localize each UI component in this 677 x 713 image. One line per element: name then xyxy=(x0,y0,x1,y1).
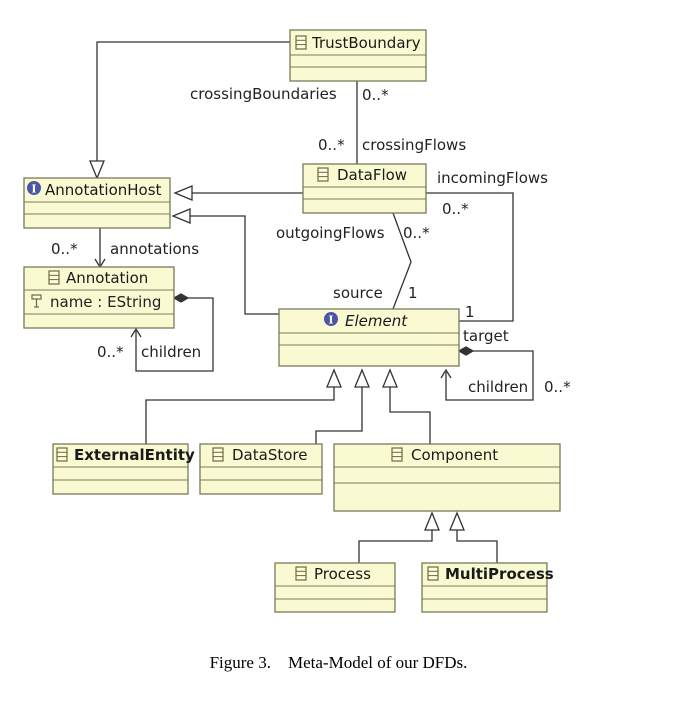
gen-arrow-process xyxy=(424,511,440,531)
class-annotation[interactable]: Annotation name : EString xyxy=(23,266,175,329)
figure-caption-text: Meta-Model of our DFDs. xyxy=(287,653,468,672)
target-label: target xyxy=(463,327,509,345)
generalization-arrow-trustboundary xyxy=(89,160,105,180)
annotation-children-arrowhead xyxy=(130,327,142,338)
class-icon xyxy=(56,447,68,462)
class-name: DataFlow xyxy=(337,166,407,184)
annotation-children-label: children xyxy=(141,343,201,361)
process-to-component-edge xyxy=(358,530,433,563)
class-icon xyxy=(317,167,329,182)
annotations-label: annotations xyxy=(110,240,199,258)
class-icon xyxy=(48,270,60,285)
class-name: Element xyxy=(345,312,408,330)
class-data-store[interactable]: DataStore xyxy=(199,443,323,495)
gen-arrow-externalentity xyxy=(326,368,342,388)
component-to-element-edge xyxy=(389,387,431,444)
association-labels: crossingBoundaries 0..* 0..* crossingFlo… xyxy=(51,85,571,396)
source-label: source xyxy=(333,284,383,302)
class-name: Process xyxy=(314,565,371,583)
outgoing-flows-label: outgoingFlows xyxy=(276,224,385,242)
incoming-flows-multiplicity: 0..* xyxy=(442,200,469,218)
gen-arrow-multiprocess xyxy=(449,511,465,531)
class-data-flow[interactable]: DataFlow xyxy=(302,163,427,214)
crossing-flows-label: crossingFlows xyxy=(362,136,466,154)
source-multiplicity: 1 xyxy=(408,284,418,302)
annotation-children-diamond xyxy=(172,293,190,303)
element-children-diamond xyxy=(457,346,475,356)
class-name: TrustBoundary xyxy=(311,34,421,52)
class-annotation-host[interactable]: AnnotationHost xyxy=(23,177,171,229)
class-icon xyxy=(391,447,403,462)
element-children-edge xyxy=(445,350,534,401)
crossing-boundaries-multiplicity: 0..* xyxy=(362,86,389,104)
outgoing-flows-multiplicity: 0..* xyxy=(403,224,430,242)
element-to-annotationhost-edge xyxy=(190,215,279,315)
class-component[interactable]: Component xyxy=(333,443,561,512)
element-children-multiplicity: 0..* xyxy=(544,378,571,396)
crossing-flows-multiplicity: 0..* xyxy=(318,136,345,154)
class-trust-boundary[interactable]: TrustBoundary xyxy=(289,29,427,82)
arrowheads xyxy=(89,160,475,531)
class-element[interactable]: Element xyxy=(278,308,460,367)
trustboundary-to-annotationhost-edge xyxy=(96,41,290,161)
outgoing-flows-edge xyxy=(392,212,412,310)
connectors xyxy=(96,41,534,563)
class-icon xyxy=(212,447,224,462)
class-name: MultiProcess xyxy=(445,565,554,583)
class-name: DataStore xyxy=(232,446,307,464)
figure-number: Figure 3. xyxy=(209,653,271,672)
generalization-arrow-element xyxy=(171,208,191,224)
class-icon xyxy=(295,566,307,581)
target-multiplicity: 1 xyxy=(465,303,475,321)
element-children-arrowhead xyxy=(440,368,452,379)
gen-arrow-component xyxy=(382,368,398,388)
datastore-to-element-edge xyxy=(315,387,363,444)
figure-caption: Figure 3. Meta-Model of our DFDs. xyxy=(0,653,677,673)
incoming-flows-edge xyxy=(426,192,514,322)
class-name: ExternalEntity xyxy=(74,446,195,464)
class-icon xyxy=(295,35,307,50)
class-name: AnnotationHost xyxy=(45,181,162,199)
class-icon xyxy=(427,566,439,581)
attribute-icon xyxy=(31,294,42,308)
annotation-children-edge xyxy=(135,297,214,372)
annotation-children-multiplicity: 0..* xyxy=(97,343,124,361)
multiprocess-to-component-edge xyxy=(456,530,498,563)
element-children-label: children xyxy=(468,378,528,396)
class-name: Annotation xyxy=(66,269,148,287)
incoming-flows-label: incomingFlows xyxy=(437,169,548,187)
class-external-entity[interactable]: ExternalEntity xyxy=(52,443,195,495)
class-multi-process[interactable]: MultiProcess xyxy=(421,562,554,613)
generalization-arrow-dataflow xyxy=(173,185,193,201)
attribute-name: name : EString xyxy=(50,293,161,311)
gen-arrow-datastore xyxy=(354,368,370,388)
crossing-boundaries-label: crossingBoundaries xyxy=(190,85,337,103)
class-name: Component xyxy=(411,446,498,464)
externalentity-to-element-edge xyxy=(145,387,335,444)
annotations-multiplicity: 0..* xyxy=(51,240,78,258)
class-process[interactable]: Process xyxy=(274,562,396,613)
